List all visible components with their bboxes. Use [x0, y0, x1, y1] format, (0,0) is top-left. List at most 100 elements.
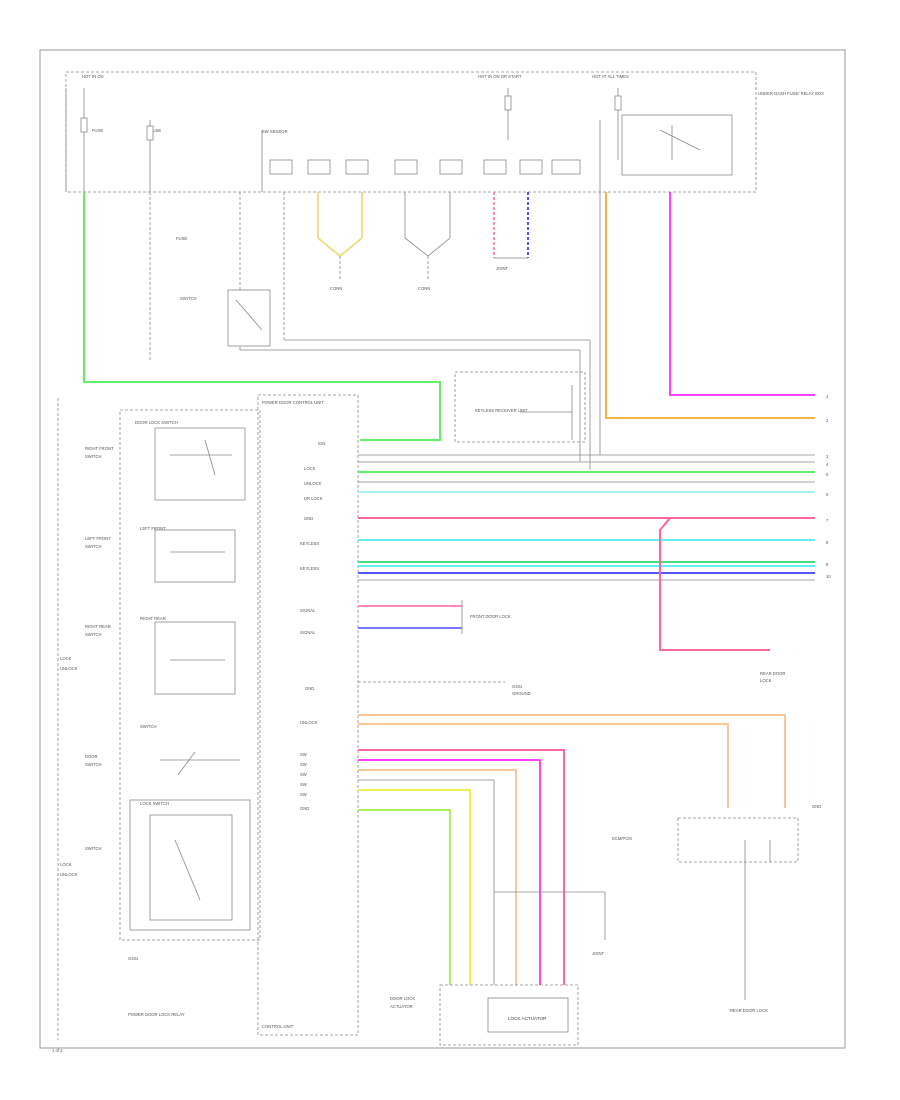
svg-text:SW: SW: [300, 772, 307, 777]
svg-text:1: 1: [826, 394, 829, 399]
svg-text:FUSE: FUSE: [176, 236, 187, 241]
svg-text:SIGNAL: SIGNAL: [300, 608, 316, 613]
svg-text:RIGHT REAR: RIGHT REAR: [85, 624, 111, 629]
svg-text:GROUND: GROUND: [512, 691, 531, 696]
svg-text:5: 5: [826, 472, 829, 477]
svg-text:CONN: CONN: [418, 286, 430, 291]
fuse-box-area: HOT IN ON FUSE FUSE HOT IN ON OR START H…: [65, 71, 824, 193]
bottom-harness-wires: JOINT: [358, 749, 606, 985]
svg-text:JOINT: JOINT: [592, 951, 605, 956]
keyless-receiver-label: KEYLESS RECEIVER UNIT: [475, 408, 528, 413]
fuse-symbol: [80, 117, 88, 133]
lock-actuator: LOCK ACTUATOR DOOR LOCK ACTUATOR: [390, 984, 579, 1046]
control-unit: POWER DOOR CONTROL UNIT CONTROL UNIT IGN…: [257, 394, 359, 1036]
svg-text:SWITCH: SWITCH: [180, 296, 197, 301]
svg-text:SW: SW: [300, 752, 307, 757]
front-door-lock-label: FRONT DOOR LOCK: [470, 614, 511, 619]
svg-text:DOOR LOCK: DOOR LOCK: [390, 996, 415, 1001]
fuse-symbol: [146, 125, 154, 141]
orange-feed-wire: [605, 192, 815, 419]
keyless-receiver: KEYLESS RECEIVER UNIT: [454, 371, 586, 443]
fuse-box-relay: [621, 114, 733, 176]
svg-text:SWITCH: SWITCH: [85, 632, 102, 637]
svg-text:JOINT: JOINT: [496, 266, 509, 271]
fuse-box-right-label: HOT AT ALL TIMES: [592, 74, 629, 79]
svg-text:2: 2: [826, 418, 829, 423]
left-switch-block: SWITCH FUSE: [176, 236, 271, 347]
pin-numbers: 1 2 3 4 5 6 7 8 9 10: [826, 394, 831, 579]
svg-text:LOCK: LOCK: [60, 862, 72, 867]
svg-text:7: 7: [826, 518, 829, 523]
ground-left-label: G401: [128, 956, 139, 961]
svg-text:SW: SW: [300, 762, 307, 767]
wire-light-orange-2: [358, 723, 729, 808]
wire-pink-loop: [659, 517, 770, 651]
relay-box-label: POWER DOOR LOCK RELAY: [128, 1012, 185, 1017]
svg-text:SW: SW: [300, 782, 307, 787]
sw-sensor-label: SW SENSOR: [262, 129, 288, 134]
svg-text:DOOR: DOOR: [85, 754, 98, 759]
svg-text:10: 10: [826, 574, 831, 579]
fuse-box-mid-label: HOT IN ON OR START: [478, 74, 522, 79]
svg-text:RIGHT REAR: RIGHT REAR: [140, 616, 166, 621]
svg-text:UNLOCK: UNLOCK: [300, 720, 318, 725]
fuse-symbol: [504, 95, 512, 111]
svg-text:GND: GND: [300, 806, 309, 811]
fuse-left-a-label: FUSE: [92, 128, 103, 133]
control-unit-footer-label: CONTROL UNIT: [262, 1024, 294, 1029]
diagram-frame: [39, 49, 846, 1049]
svg-text:DR LOCK: DR LOCK: [304, 496, 323, 501]
svg-text:SW: SW: [300, 792, 307, 797]
svg-text:UNLOCK: UNLOCK: [60, 666, 78, 671]
svg-text:G401: G401: [512, 684, 523, 689]
svg-text:UNLOCK: UNLOCK: [304, 481, 322, 486]
svg-text:6: 6: [826, 492, 829, 497]
fuse-symbol: [614, 95, 622, 111]
control-unit-box: [257, 394, 359, 1036]
svg-text:LOCK: LOCK: [60, 656, 72, 661]
fuse-left-b-label: FUSE: [150, 128, 161, 133]
ecm-label: ECM/PCM: [612, 836, 632, 841]
svg-text:LOCK SWITCH: LOCK SWITCH: [140, 801, 169, 806]
svg-text:LEFT FRONT: LEFT FRONT: [85, 536, 111, 541]
svg-text:SWITCH: SWITCH: [85, 544, 102, 549]
svg-text:UNLOCK: UNLOCK: [60, 872, 78, 877]
lock-actuator-label: LOCK ACTUATOR: [508, 1016, 547, 1021]
svg-text:CONN: CONN: [330, 286, 342, 291]
svg-text:LOCK: LOCK: [304, 466, 316, 471]
footer-label: 1 of 2: [52, 1048, 63, 1053]
svg-text:ACTUATOR: ACTUATOR: [390, 1004, 413, 1009]
rear-lock-label: REAR DOOR LOCK: [730, 1008, 768, 1013]
svg-text:GND: GND: [305, 686, 314, 691]
svg-text:SWITCH: SWITCH: [85, 846, 102, 851]
under-dash-box-label: UNDER-DASH FUSE/ RELAY BOX: [758, 91, 824, 96]
left-side-labels: RIGHT FRONT SWITCH LEFT FRONT SWITCH RIG…: [60, 446, 114, 877]
svg-text:GND: GND: [304, 516, 313, 521]
drop-wires: [149, 192, 529, 360]
svg-text:SWITCH: SWITCH: [140, 724, 157, 729]
door-lock-switch-label: DOOR LOCK SWITCH: [135, 420, 178, 425]
signal-wires: REAR DOOR LOCK FRONT DOOR LOCK G401 GROU…: [358, 454, 815, 808]
svg-text:SIGNAL: SIGNAL: [300, 630, 316, 635]
gray-bus: [240, 120, 601, 470]
ecm-block: ECM/PCM REAR DOOR LOCK GND: [612, 804, 821, 1013]
svg-text:LEFT FRONT: LEFT FRONT: [140, 526, 166, 531]
svg-text:RIGHT FRONT: RIGHT FRONT: [85, 446, 114, 451]
svg-text:8: 8: [826, 540, 829, 545]
svg-text:KEYLESS: KEYLESS: [300, 566, 319, 571]
wire-light-orange: [358, 714, 786, 808]
control-unit-label: POWER DOOR CONTROL UNIT: [262, 400, 324, 405]
svg-text:SWITCH: SWITCH: [85, 762, 102, 767]
connector-row: [269, 159, 581, 175]
svg-text:REAR DOOR: REAR DOOR: [760, 671, 785, 676]
svg-text:4: 4: [826, 462, 829, 467]
svg-text:IGN: IGN: [318, 441, 325, 446]
green-feed-wire: [83, 192, 441, 441]
svg-text:9: 9: [826, 562, 829, 567]
svg-text:LOCK: LOCK: [760, 678, 772, 683]
fuse-box-left-label: HOT IN ON: [82, 74, 104, 79]
svg-text:SWITCH: SWITCH: [85, 454, 102, 459]
svg-text:GND: GND: [812, 804, 821, 809]
switch-column: DOOR LOCK SWITCH LEFT FRONT RIGHT REAR S…: [119, 409, 261, 941]
